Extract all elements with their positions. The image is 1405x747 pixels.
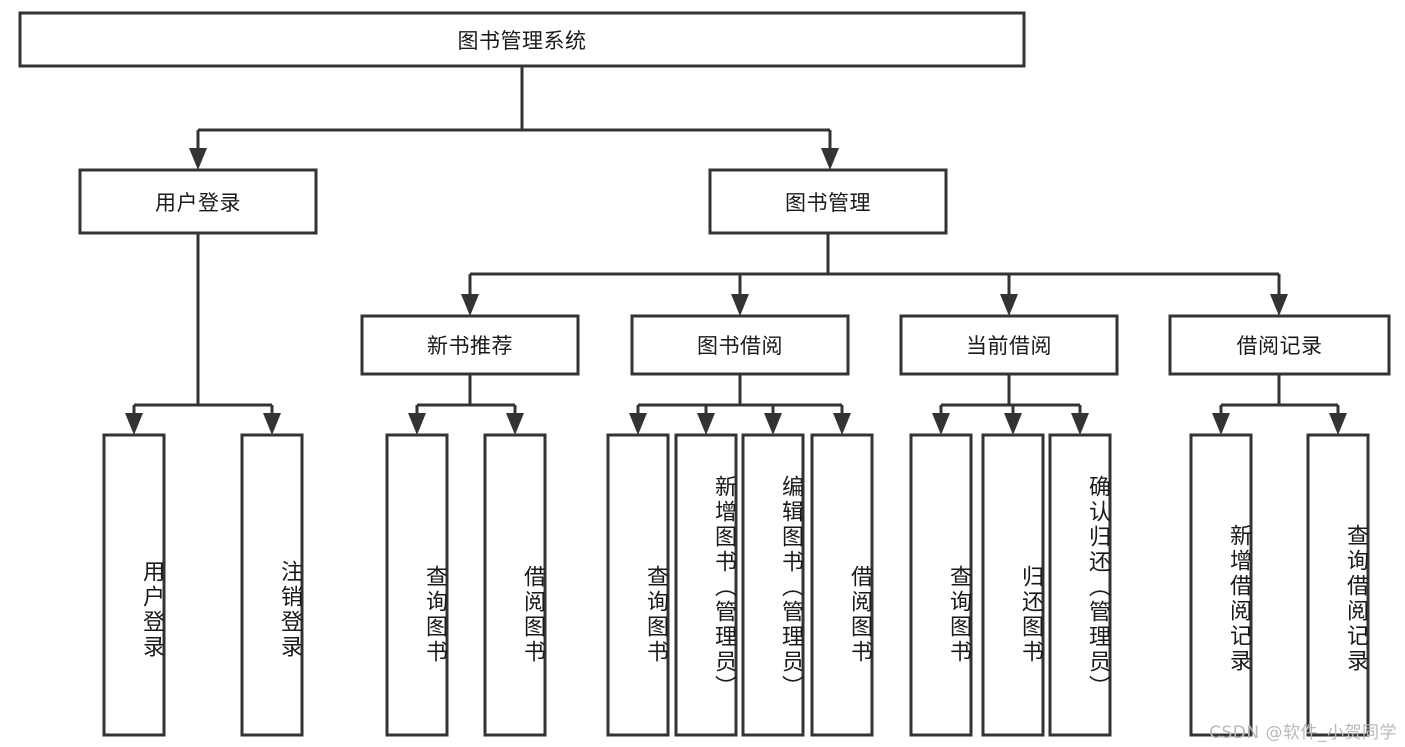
node-box-leaf-add-book[interactable] [674, 433, 738, 737]
arrow-head-icon [1000, 294, 1018, 316]
arrow-head-icon [697, 413, 715, 435]
arrow-head-icon [1212, 413, 1230, 435]
node-box-leaf-add-record[interactable] [1189, 433, 1253, 737]
arrow-head-icon [764, 413, 782, 435]
arrow-head-icon [629, 413, 647, 435]
connector-root-to-level2 [189, 66, 839, 170]
arrow-head-icon [821, 148, 839, 170]
node-box-book-manage[interactable] [708, 168, 948, 235]
connector-bookborrow-to-leaves [629, 374, 851, 435]
arrow-head-icon [1329, 413, 1347, 435]
node-box-leaf-query-record[interactable] [1306, 433, 1370, 737]
node-box-leaf-return-book[interactable] [981, 433, 1045, 737]
connector-bookmanage-to-level3 [461, 233, 1288, 316]
node-box-leaf-edit-book[interactable] [741, 433, 805, 737]
node-box-root[interactable] [18, 11, 1026, 68]
arrow-head-icon [1004, 413, 1022, 435]
node-box-leaf-borrow-book-2[interactable] [810, 433, 874, 737]
arrow-head-icon [461, 294, 479, 316]
node-box-leaf-user-login[interactable] [102, 433, 166, 737]
node-box-borrow-record[interactable] [1168, 314, 1391, 376]
arrow-head-icon [1071, 413, 1089, 435]
arrow-head-icon [1270, 294, 1288, 316]
node-box-new-book-rec[interactable] [360, 314, 580, 376]
arrow-head-icon [932, 413, 950, 435]
arrow-head-icon [408, 413, 426, 435]
node-box-leaf-logout[interactable] [240, 433, 304, 737]
arrow-head-icon [833, 413, 851, 435]
node-box-leaf-query-book-1[interactable] [385, 433, 449, 737]
connector-newbook-to-leaves [408, 374, 524, 435]
arrow-head-icon [189, 148, 207, 170]
csdn-watermark: CSDN @软件_小贺同学 [1209, 723, 1397, 743]
arrow-head-icon [506, 413, 524, 435]
connector-currentborrow-to-leaves [932, 374, 1089, 435]
node-box-book-borrow[interactable] [630, 314, 850, 376]
node-box-leaf-query-book-2[interactable] [606, 433, 670, 737]
node-box-leaf-confirm-return[interactable] [1048, 433, 1112, 737]
arrow-head-icon [731, 294, 749, 316]
node-box-leaf-query-book-3[interactable] [909, 433, 973, 737]
connector-userlogin-to-leaves [125, 233, 281, 435]
arrow-head-icon [125, 413, 143, 435]
node-box-user-login[interactable] [78, 168, 318, 235]
node-box-current-borrow[interactable] [899, 314, 1119, 376]
connector-borrowrecord-to-leaves [1212, 374, 1347, 435]
node-box-leaf-borrow-book-1[interactable] [483, 433, 547, 737]
arrow-head-icon [263, 413, 281, 435]
